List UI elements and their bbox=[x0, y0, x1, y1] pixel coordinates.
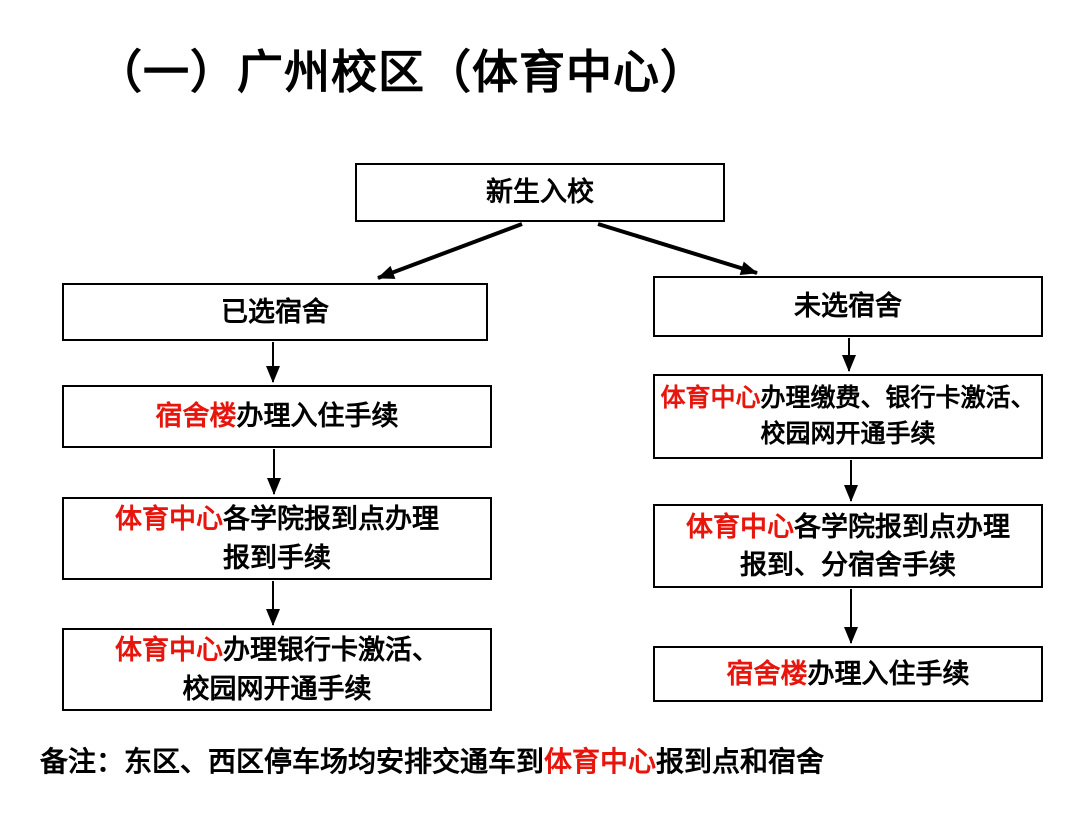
box-text: 各学院报到点办理 bbox=[223, 504, 439, 535]
box-text: 办理缴费、银行卡激活、 bbox=[760, 384, 1036, 412]
box-text: 新生入校 bbox=[486, 177, 594, 208]
flow-box-dorm-selected: 已选宿舍 bbox=[62, 283, 488, 341]
footnote-suffix: 报到点和宿舍 bbox=[656, 746, 825, 777]
footnote-prefix: 备注：东区、西区停车场均安排交通车到 bbox=[40, 746, 545, 777]
arrow-start-to-dorm-not-selected bbox=[597, 222, 758, 275]
flow-box-college-registration-left: 体育中心各学院报到点办理 报到手续 bbox=[62, 497, 492, 580]
box-text: 各学院报到点办理 bbox=[794, 511, 1010, 542]
arrow-start-to-dorm-selected bbox=[377, 222, 523, 280]
box-text: 办理银行卡激活、 bbox=[223, 635, 439, 666]
footnote: 备注：东区、西区停车场均安排交通车到体育中心报到点和宿舍 bbox=[40, 740, 824, 780]
location-highlight: 体育中心 bbox=[686, 511, 794, 542]
flow-box-registration-dorm-assign-right: 体育中心各学院报到点办理 报到、分宿舍手续 bbox=[653, 504, 1043, 588]
box-text: 办理入住手续 bbox=[807, 658, 970, 689]
flow-box-dorm-checkin-right: 宿舍楼办理入住手续 bbox=[653, 646, 1043, 702]
location-highlight: 宿舍楼 bbox=[726, 658, 808, 689]
location-highlight: 宿舍楼 bbox=[155, 401, 237, 432]
box-text: 未选宿舍 bbox=[794, 291, 902, 322]
box-line: 宿舍楼办理入住手续 bbox=[727, 655, 970, 693]
box-line: 体育中心办理银行卡激活、 bbox=[115, 631, 439, 669]
location-highlight: 体育中心 bbox=[115, 504, 223, 535]
flow-box-bankcard-network-left: 体育中心办理银行卡激活、 校园网开通手续 bbox=[62, 628, 492, 711]
location-highlight: 体育中心 bbox=[660, 384, 761, 412]
flow-box-new-student-arrival: 新生入校 bbox=[355, 163, 725, 222]
box-line: 宿舍楼办理入住手续 bbox=[156, 397, 399, 435]
flow-box-dorm-not-selected: 未选宿舍 bbox=[653, 276, 1043, 337]
box-text-line2: 报到手续 bbox=[223, 542, 331, 573]
box-line: 体育中心各学院报到点办理 bbox=[115, 500, 439, 538]
location-highlight: 体育中心 bbox=[115, 635, 223, 666]
box-text-line2: 报到、分宿舍手续 bbox=[740, 550, 956, 580]
box-line: 体育中心办理缴费、银行卡激活、 bbox=[660, 381, 1035, 417]
box-text: 已选宿舍 bbox=[221, 296, 329, 327]
flow-box-payment-bankcard-network-right: 体育中心办理缴费、银行卡激活、 校园网开通手续 bbox=[653, 374, 1043, 459]
page-title: （一）广州校区（体育中心） bbox=[96, 47, 707, 98]
box-text-line2: 校园网开通手续 bbox=[182, 673, 372, 704]
box-line: 体育中心各学院报到点办理 bbox=[686, 508, 1010, 546]
box-text-line2: 校园网开通手续 bbox=[760, 419, 936, 448]
box-text: 办理入住手续 bbox=[236, 401, 399, 432]
footnote-highlight: 体育中心 bbox=[544, 746, 657, 777]
flow-box-dorm-checkin-left: 宿舍楼办理入住手续 bbox=[62, 385, 492, 448]
